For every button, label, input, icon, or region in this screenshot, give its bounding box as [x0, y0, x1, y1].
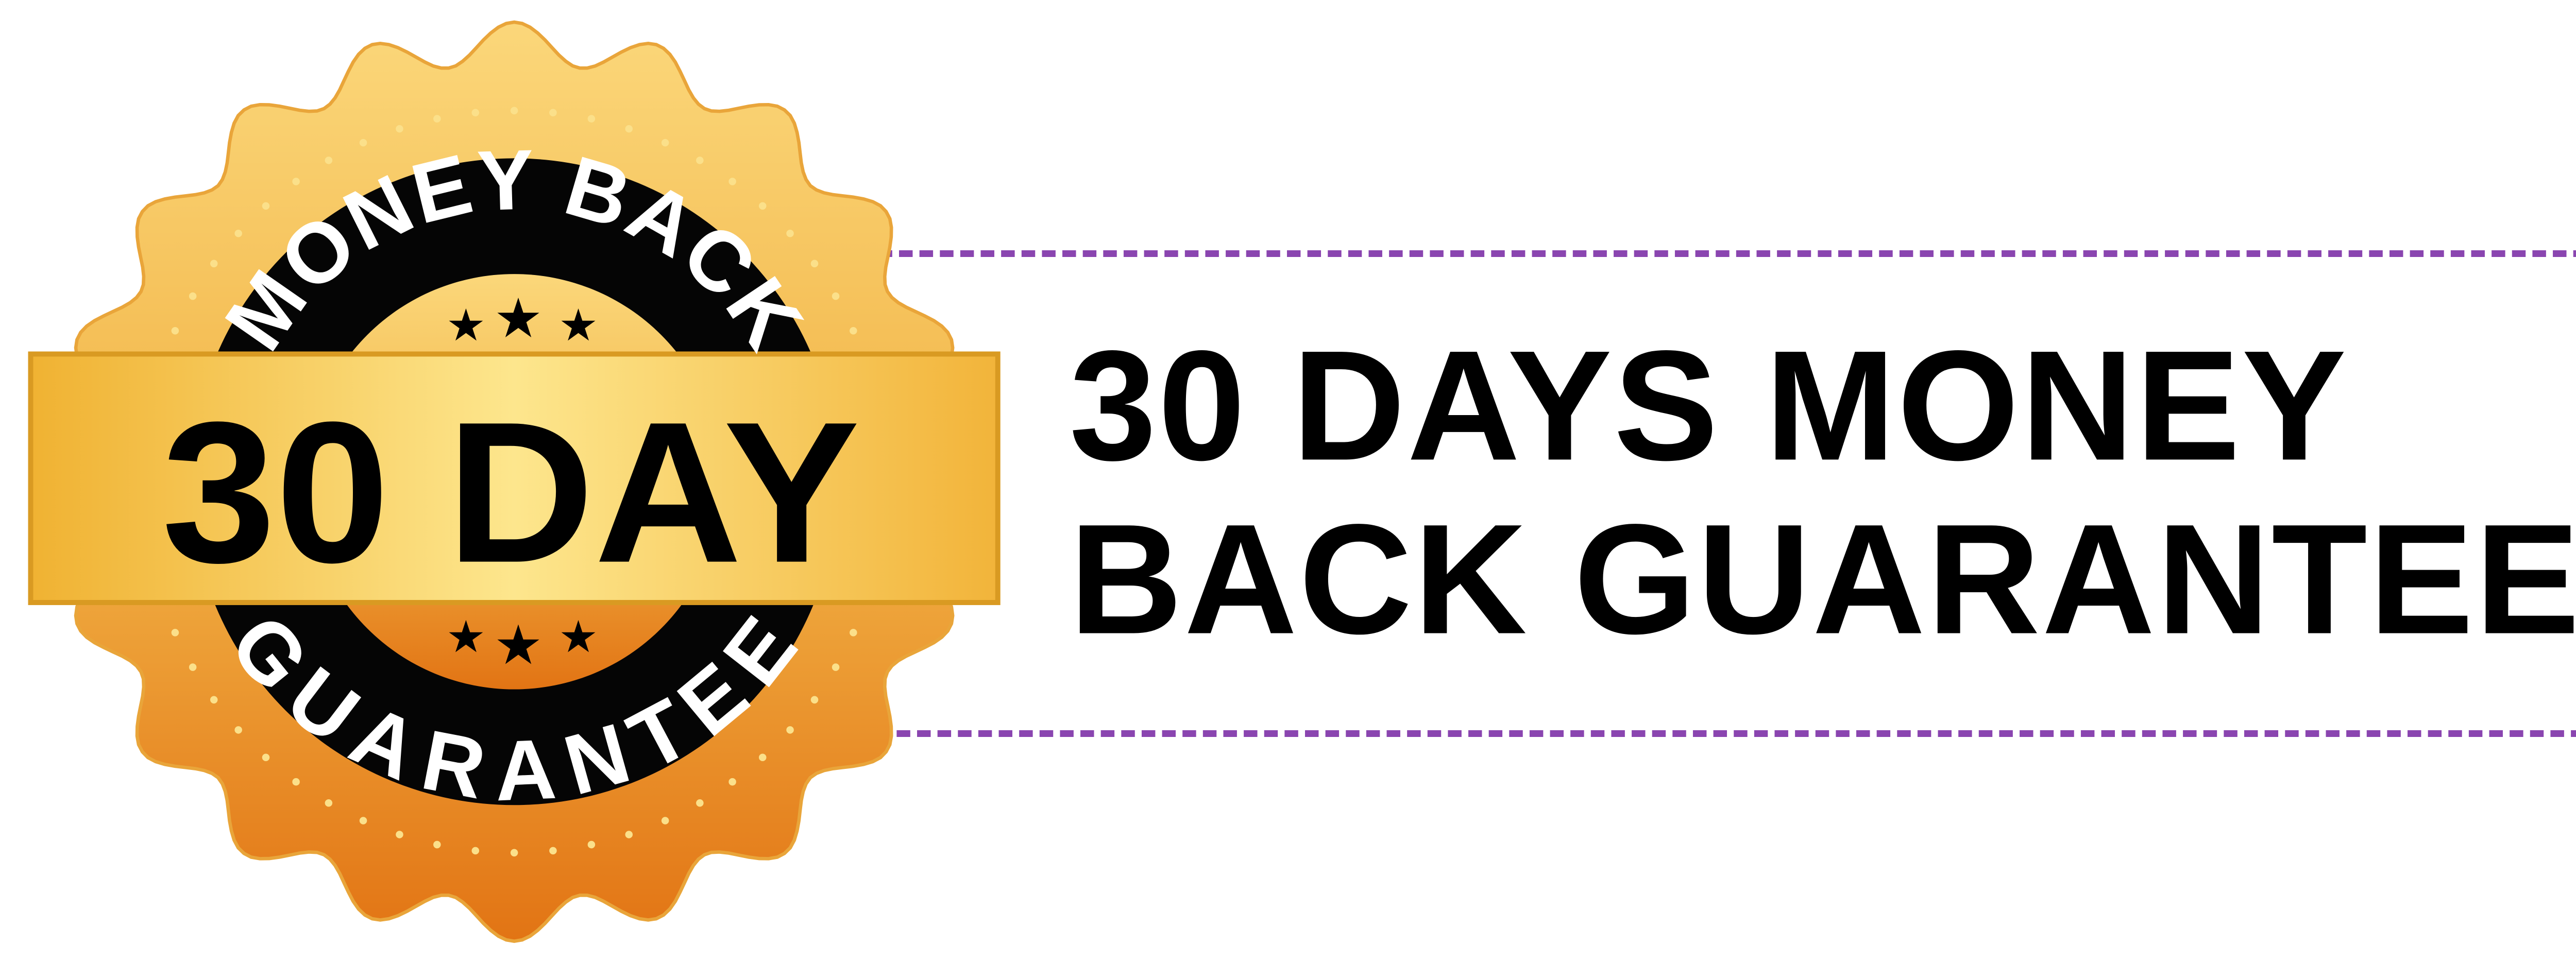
ring-star-dot [661, 817, 669, 825]
ring-star-dot [549, 847, 557, 855]
ring-star-dot [210, 696, 218, 704]
ring-star-dot [850, 327, 857, 335]
ring-star-dot [728, 178, 736, 185]
ring-star-dot [850, 629, 857, 637]
ring-star-dot [171, 327, 179, 335]
star-icons: ★ ★ ★ ★ ★ ★ [446, 288, 598, 676]
ring-star-dot [262, 753, 270, 762]
ring-star-dot [810, 260, 819, 268]
ring-star-dot [471, 847, 480, 855]
ring-star-dot [189, 292, 197, 300]
ring-star-dot [696, 157, 704, 164]
ring-star-dot [625, 125, 633, 133]
star-icon: ★ [446, 612, 486, 662]
star-icon: ★ [558, 612, 598, 662]
money-back-badge-seal: ★ ★ ★ ★ ★ ★ 30 DAY MONEY BACK GUARANTEE [28, 20, 1001, 943]
headline: 30 DAYS MONEY BACK GUARANTEE [1070, 320, 2576, 667]
ring-star-dot [471, 109, 480, 117]
ring-star-dot [661, 139, 669, 147]
ring-star-dot [758, 753, 767, 762]
ring-star-dot [396, 831, 403, 838]
badge-main-text: 30 DAY [162, 380, 860, 605]
ring-star-dot [510, 849, 518, 857]
ring-star-dot [359, 817, 367, 825]
ring-star-dot [758, 202, 767, 210]
star-icon: ★ [446, 301, 486, 350]
ring-star-dot [433, 115, 441, 123]
ring-star-dot [396, 125, 403, 133]
headline-line-2: BACK GUARANTEE [1069, 493, 2576, 667]
star-icon: ★ [558, 301, 598, 350]
ring-star-dot [786, 229, 794, 237]
ring-star-dot [696, 799, 704, 807]
ring-star-dot [325, 157, 333, 164]
ring-star-dot [359, 139, 367, 147]
headline-line-1: 30 DAYS MONEY [1069, 320, 2348, 494]
ring-star-dot [786, 726, 794, 734]
star-icon: ★ [494, 615, 543, 676]
ring-star-dot [728, 778, 736, 786]
ring-star-dot [587, 115, 596, 123]
ring-star-dot [832, 663, 840, 671]
star-icon: ★ [494, 288, 543, 349]
ring-star-dot [510, 107, 518, 115]
ring-star-dot [234, 229, 242, 237]
ring-star-dot [433, 840, 441, 849]
ring-star-dot [549, 109, 557, 117]
ring-star-dot [234, 726, 242, 734]
ring-star-dot [292, 178, 300, 185]
ring-star-dot [262, 202, 270, 210]
ring-star-dot [171, 629, 179, 637]
dashed-border-box [878, 250, 2576, 737]
ring-star-dot [832, 292, 840, 300]
ribbon-band [28, 351, 1001, 605]
ring-star-dot [325, 799, 333, 807]
ring-star-dot [292, 778, 300, 786]
ring-star-dot [189, 663, 197, 671]
ring-star-dot [587, 840, 596, 849]
ring-star-dot [625, 831, 633, 838]
ring-star-dot [210, 260, 218, 268]
ring-star-dot [810, 696, 819, 704]
